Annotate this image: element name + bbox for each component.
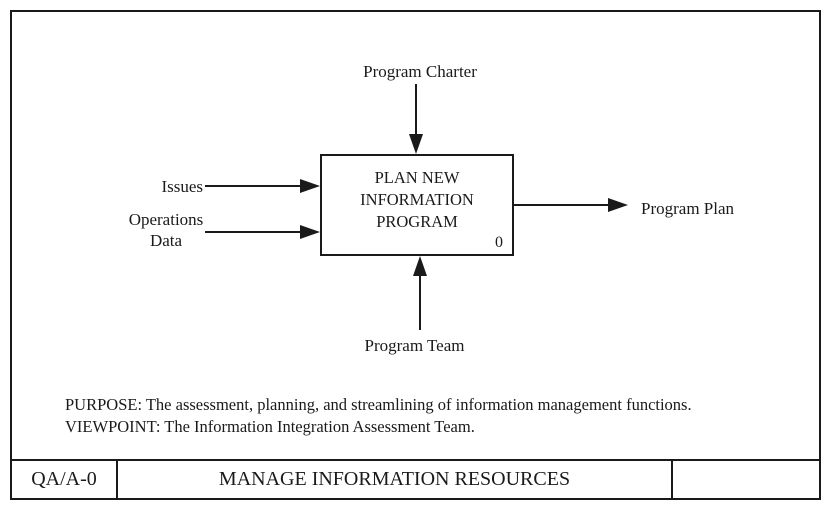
control-arrow-label: Program Charter bbox=[363, 62, 477, 81]
input-1-arrow-line bbox=[205, 185, 301, 187]
function-box-title-line: PROGRAM bbox=[376, 212, 458, 231]
function-box-title: PLAN NEW INFORMATION PROGRAM bbox=[322, 167, 512, 233]
input-2-arrowhead-right-icon bbox=[300, 225, 320, 239]
title-block: QA/A-0 MANAGE INFORMATION RESOURCES bbox=[12, 459, 819, 498]
viewpoint-note: VIEWPOINT: The Information Integration A… bbox=[65, 417, 475, 436]
title-block-title: MANAGE INFORMATION RESOURCES bbox=[118, 461, 673, 498]
function-box-title-line: PLAN NEW bbox=[374, 168, 460, 187]
title-block-extra-cell bbox=[673, 461, 819, 498]
function-box-title-line: INFORMATION bbox=[360, 190, 474, 209]
purpose-note: PURPOSE: The assessment, planning, and s… bbox=[65, 395, 692, 414]
input-1-label: Issues bbox=[161, 177, 203, 196]
diagram-frame: QA/A-0 MANAGE INFORMATION RESOURCES bbox=[10, 10, 821, 500]
input-2-label: Operations Data bbox=[128, 210, 204, 250]
diagram-notes: PURPOSE: The assessment, planning, and s… bbox=[65, 394, 692, 438]
title-block-node-ref: QA/A-0 bbox=[12, 461, 118, 498]
control-arrow-line bbox=[415, 84, 417, 136]
control-arrowhead-down-icon bbox=[409, 134, 423, 154]
function-box-number: 0 bbox=[495, 234, 503, 251]
output-arrowhead-right-icon bbox=[608, 198, 628, 212]
output-label: Program Plan bbox=[641, 199, 735, 218]
mechanism-arrow-line bbox=[419, 276, 421, 330]
input-1-arrowhead-right-icon bbox=[300, 179, 320, 193]
input-2-arrow-line bbox=[205, 231, 301, 233]
function-box: PLAN NEW INFORMATION PROGRAM 0 bbox=[320, 154, 514, 256]
mechanism-arrowhead-up-icon bbox=[413, 256, 427, 276]
mechanism-label: Program Team bbox=[364, 336, 465, 355]
output-arrow-line bbox=[514, 204, 608, 206]
